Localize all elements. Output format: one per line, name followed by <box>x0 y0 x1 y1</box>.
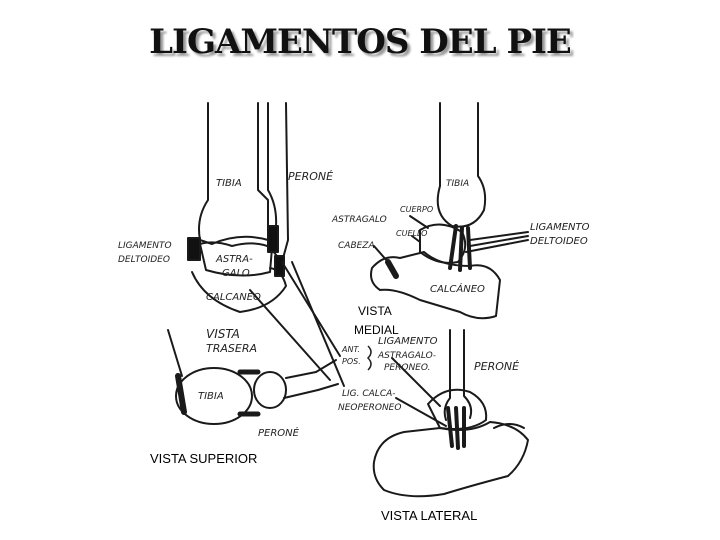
medial-leader-cabeza <box>373 245 389 263</box>
rear-ligament-lateral <box>267 225 279 253</box>
superior-tibia-label: TIBIA <box>198 391 224 402</box>
rear-talus-bone <box>199 241 273 277</box>
lateral-foot-outline <box>372 421 529 498</box>
superior-tibia-bone <box>175 367 253 425</box>
lateral-peroneo-label: PERONEO. <box>384 363 430 373</box>
lateral-brace <box>366 345 372 371</box>
lateral-fibula-bone <box>443 329 473 421</box>
medial-ligament-bundle <box>448 224 472 272</box>
superior-leader-1 <box>167 329 183 377</box>
rear-perone-label: PERONÉ <box>288 170 333 183</box>
lateral-view-drawing <box>372 329 529 498</box>
medial-leader-2 <box>469 235 529 247</box>
medial-view-drawing <box>370 102 529 320</box>
lateral-perone-label: PERONÉ <box>474 360 519 373</box>
rear-tibia-label: TIBIA <box>216 178 242 189</box>
medial-ligamento-label: LIGAMENTO <box>530 222 590 233</box>
medial-leader-3 <box>465 239 529 253</box>
superior-caption: VISTA SUPERIOR <box>150 451 258 466</box>
medial-tibia-label: TIBIA <box>446 179 469 189</box>
superior-ligament-lateral-2 <box>237 369 261 417</box>
medial-leader-cuerpo <box>409 215 429 229</box>
superior-fibula-bone <box>253 371 287 409</box>
medial-foot-outline <box>370 251 501 320</box>
medial-talus-bone <box>419 223 467 264</box>
page-title: LIGAMENTOS DEL PIE <box>149 22 572 62</box>
medial-cuerpo-label: CUERPO <box>400 205 433 214</box>
medial-ligament-neck <box>385 259 399 279</box>
medial-cabeza-label: CABEZA <box>338 241 375 251</box>
lateral-pos-label: POS. <box>342 357 361 366</box>
lateral-lig-calca-label: LIG. CALCA- <box>342 389 396 399</box>
lateral-caption: VISTA LATERAL <box>381 508 478 523</box>
superior-ligament-lateral-1 <box>283 371 319 399</box>
medial-caption-line1: VISTA <box>358 304 392 318</box>
lateral-talus-bone <box>427 388 488 430</box>
rear-ligamento-label: LIGAMENTO <box>118 241 172 251</box>
rear-vista-label: VISTA <box>206 327 240 341</box>
medial-tibia-bone <box>436 102 487 228</box>
rear-leader-3 <box>249 289 331 381</box>
medial-leader-cuello <box>411 235 421 243</box>
rear-galo-label: GALO <box>222 268 250 279</box>
lateral-leader-lig <box>395 397 447 427</box>
medial-leader-1 <box>469 231 529 241</box>
rear-tibia-bone <box>198 102 269 245</box>
lateral-foot-toe <box>493 423 525 429</box>
lateral-ligament-bundle <box>446 406 466 450</box>
rear-trasera-label: TRASERA <box>206 342 257 355</box>
rear-ligament-medial <box>187 237 201 261</box>
superior-perone-label: PERONÉ <box>258 426 300 439</box>
rear-calcaneo-label: CALCANEO <box>206 292 261 303</box>
lateral-ant-label: ANT. <box>341 345 360 354</box>
superior-ligament-medial <box>175 373 187 415</box>
medial-deltoideo-label: DELTOIDEO <box>530 236 588 247</box>
superior-view-drawing <box>167 329 339 425</box>
superior-leader-2 <box>315 359 337 373</box>
lateral-astragalo-label: ASTRAGALO- <box>377 351 436 361</box>
medial-cuello-label: CUELLO <box>396 229 427 238</box>
medial-astragalo-label: ASTRAGALO <box>331 215 387 225</box>
medial-caption-line2: MEDIAL <box>354 323 399 337</box>
rear-astra-label: ASTRA- <box>215 254 253 265</box>
lateral-neoperoneo-label: NEOPERONEO <box>338 403 401 413</box>
rear-deltoideo-label: DELTOIDEO <box>118 255 170 265</box>
rear-view-drawing <box>187 102 345 387</box>
rear-leader-2 <box>291 261 345 387</box>
superior-leader-3 <box>317 383 339 391</box>
medial-calcaneo-label: CALCÁNEO <box>430 282 485 295</box>
lateral-ligamento-label: LIGAMENTO <box>378 336 438 347</box>
lateral-leader-ant <box>391 357 441 407</box>
